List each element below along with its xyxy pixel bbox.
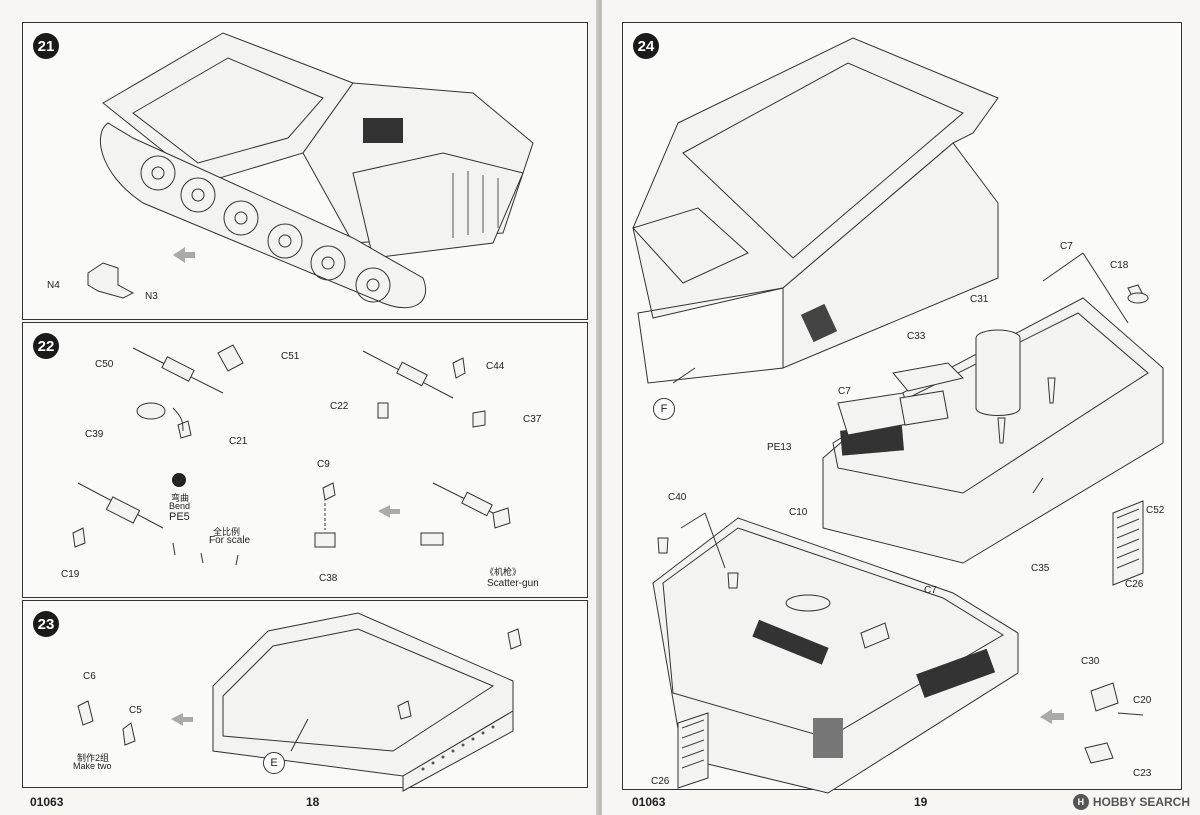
part-label-pe13: PE13 [767,442,792,453]
left-catalog-number: 01063 [30,795,64,809]
part-label-c7-mid: C7 [838,386,851,397]
step-21-number: 21 [33,33,59,59]
hobby-search-watermark: H HOBBY SEARCH [1072,794,1190,810]
step-22-number: 22 [33,333,59,359]
scatter-gun-note-cn: 《机枪》 [485,567,522,577]
part-label-c6: C6 [83,671,96,682]
part-label-c39: C39 [85,429,104,440]
part-label-c7-top: C7 [1060,241,1073,252]
callout-e: E [263,752,285,774]
step-24-number: 24 [633,33,659,59]
step-22-panel: 22 [22,322,588,598]
callout-f: F [653,398,675,420]
part-label-c33: C33 [907,331,926,342]
part-label-c40: C40 [668,492,687,503]
part-label-c51: C51 [281,351,300,362]
machine-gun-assembly-drawing [72,344,511,566]
pe5-label: PE5 [169,511,190,523]
hobby-search-logo-icon: H [1072,794,1089,810]
left-page: 21 [0,0,598,815]
part-label-c19: C19 [61,569,80,580]
part-label-c52: C52 [1146,505,1165,516]
part-label-c30: C30 [1081,656,1100,667]
part-label-c10: C10 [789,507,808,518]
part-label-c50: C50 [95,359,114,370]
hobby-search-brand: HOBBY SEARCH [1092,795,1190,809]
step-23-panel: 23 C6 C5 制作2组 Make two E [22,600,588,792]
part-label-c7-low: C7 [924,585,937,596]
scale-note-cn: 全比例 [213,527,241,537]
step-23-number: 23 [33,611,59,637]
left-page-number: 18 [306,795,320,809]
part-label-c5: C5 [129,705,142,716]
scatter-gun-note: Scatter-gun [487,578,539,589]
tracked-vehicle-drawing [87,32,534,309]
book-gutter [596,0,604,815]
bend-note-cn: 弯曲 [171,493,190,503]
part-label-c26-right: C26 [1125,579,1144,590]
bend-note: Bend [169,501,191,511]
hull-part-e-drawing [77,612,522,792]
part-label-c22: C22 [330,401,349,412]
superstructure-assembly-drawing [632,37,1164,794]
part-label-n3: N3 [145,291,158,302]
part-label-c9: C9 [317,459,330,470]
part-label-n4: N4 [47,280,60,291]
scale-note: For scale [209,535,251,546]
step-24-panel: 24 [622,22,1182,794]
right-page: 24 [602,0,1200,815]
part-label-c20: C20 [1133,695,1152,706]
right-catalog-number: 01063 [632,795,666,809]
part-label-c31: C31 [970,294,989,305]
part-label-c35: C35 [1031,563,1050,574]
right-page-number: 19 [914,795,928,809]
part-label-c18: C18 [1110,260,1129,271]
part-label-c23: C23 [1133,768,1152,779]
part-label-c26-left: C26 [651,776,670,787]
part-label-c38: C38 [319,573,338,584]
part-label-c37: C37 [523,414,542,425]
step-21-panel: 21 [22,22,588,320]
make-two-note: Make two [73,761,112,771]
part-label-c21: C21 [229,436,248,447]
make-two-note-cn: 制作2组 [77,753,110,763]
part-label-c44: C44 [486,361,505,372]
